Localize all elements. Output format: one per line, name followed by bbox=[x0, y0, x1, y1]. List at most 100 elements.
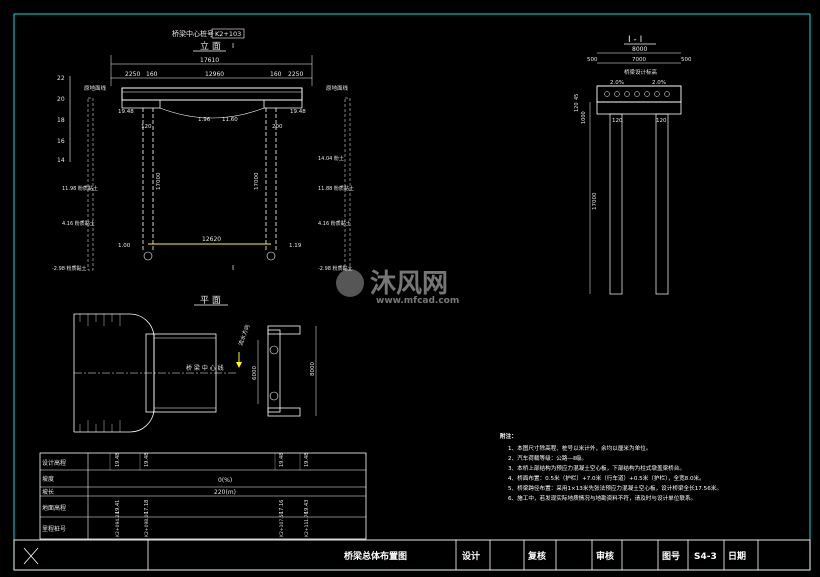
section-right-edge: 500 bbox=[681, 57, 692, 63]
clear-span-dim: 12620 bbox=[202, 236, 221, 243]
section-left-slope: 2.0% bbox=[610, 80, 624, 86]
plan-view: 平 面 桥 梁 中 心 线 流水方向 bbox=[73, 295, 317, 433]
ground-elev-2: 17.18 bbox=[144, 500, 150, 514]
ground-elev-1: 19.41 bbox=[115, 500, 121, 514]
row-grade: 坡度 bbox=[42, 475, 54, 483]
notes-title: 附注： bbox=[500, 432, 517, 440]
title-block-x-mark-2 bbox=[23, 547, 39, 565]
mid-elev: 1.96 bbox=[198, 117, 211, 123]
station-3: K2+107.50 bbox=[279, 512, 285, 537]
section-mark-bottom: I bbox=[232, 264, 234, 272]
station-2: K2+098.00 bbox=[144, 512, 150, 537]
right-cap-dim: 200 bbox=[272, 124, 283, 130]
scale-20: 20 bbox=[57, 96, 65, 103]
section-total: 8000 bbox=[632, 46, 647, 53]
flow-direction-label: 流水方向 bbox=[236, 323, 251, 346]
section-left-cap: 120 bbox=[612, 118, 623, 124]
design-elev-1: 19.48 bbox=[115, 453, 121, 467]
scale-14: 14 bbox=[57, 157, 65, 164]
left-ground-label: 原地面线 bbox=[84, 84, 107, 92]
abutment-pile-2 bbox=[269, 391, 279, 401]
drawing-no: S4-3 bbox=[694, 552, 717, 562]
ground-elev-4: 19.43 bbox=[304, 500, 310, 514]
section-title: I - I bbox=[628, 35, 642, 45]
note-3: 3、本桥上部结构为预应力混凝土空心板，下部结构为柱式墩盖梁桥台。 bbox=[508, 464, 685, 472]
note-2: 2、汽车荷载等级：公路—Ⅱ级。 bbox=[508, 454, 587, 462]
approve-label: 审核 bbox=[596, 550, 614, 562]
row-design-elev: 设计高程 bbox=[42, 459, 66, 467]
right-pile-marker bbox=[266, 251, 276, 261]
date-label: 日期 bbox=[728, 550, 746, 562]
soil-right-2: 11.88 粉质黏土 bbox=[318, 185, 354, 192]
profile-table: 设计高程 坡度 坡长 地面高程 里程桩号 0(%) 220(m) 19.48 1… bbox=[39, 452, 367, 540]
center-station-value: K2+103 bbox=[215, 30, 241, 38]
soil-right-4: -2.98 粉质黏土 bbox=[318, 265, 353, 272]
station-1: K2+094.24 bbox=[115, 512, 121, 537]
soil-left-1: 11.98 粉质黏土 bbox=[62, 185, 98, 192]
design-label: 设计 bbox=[462, 550, 480, 562]
plan-title: 平 面 bbox=[200, 295, 221, 306]
right-ground-label: 原地面线 bbox=[326, 84, 349, 92]
scale-18: 18 bbox=[57, 117, 65, 124]
elevation-view: 桥梁中心桩号 K2+103 立 面 I 17610 2250 160 12960… bbox=[52, 28, 354, 272]
soil-left-3: -2.98 粉质黏土 bbox=[52, 265, 87, 272]
soil-left-2: 4.16 粉质黏土 bbox=[62, 220, 95, 227]
watermark-logo-icon bbox=[336, 269, 364, 297]
plan-centerline-label: 桥 梁 中 心 线 bbox=[186, 364, 224, 372]
section-side-dim-3: 1000 bbox=[581, 111, 587, 124]
abutment-plan-body bbox=[267, 329, 281, 413]
soil-right-3: 4.16 粉质黏土 bbox=[318, 220, 351, 227]
design-elev-4: 19.48 bbox=[304, 453, 310, 467]
note-1: 1、本图尺寸除高程、桩号以米计外，余均以厘米为单位。 bbox=[508, 444, 651, 452]
scale-16: 16 bbox=[57, 138, 65, 145]
center-station-box bbox=[211, 28, 245, 39]
note-4: 4、桥面布置：0.5米（护栏）+7.0米（行车道）+0.5米（护栏），全宽8.0… bbox=[508, 474, 705, 482]
station-4: K2+111.76 bbox=[304, 512, 310, 537]
ground-elev-3: 17.16 bbox=[279, 500, 285, 514]
section-centerline-label: 桥梁设计标高 bbox=[624, 68, 658, 76]
section-pile-length: 17000 bbox=[592, 192, 598, 210]
right-seg-2: 2250 bbox=[288, 71, 303, 78]
design-elev-3: 19.48 bbox=[279, 453, 285, 467]
left-top-elev: 19.48 bbox=[118, 109, 134, 115]
left-pile-marker bbox=[143, 251, 153, 261]
mid-level: 11.60 bbox=[222, 117, 238, 123]
left-cap-dim: 120 bbox=[141, 124, 152, 130]
section-left-edge: 500 bbox=[587, 57, 598, 63]
bridge-deck bbox=[121, 87, 303, 101]
note-5: 5、桥梁跨径布置：采用1×13米先张法预应力混凝土空心板，设计桥梁全长17.56… bbox=[508, 484, 722, 492]
section-middle: 7000 bbox=[632, 57, 646, 63]
watermark-url: www.mfcad.com bbox=[376, 296, 459, 306]
scale-22: 22 bbox=[57, 75, 65, 82]
left-seg-1: 2250 bbox=[125, 71, 140, 78]
elevation-title: 立 面 bbox=[200, 40, 221, 52]
section-cap-beam bbox=[596, 101, 682, 115]
left-pile-bottom: 1.00 bbox=[118, 243, 131, 249]
row-station: 里程桩号 bbox=[42, 525, 66, 533]
note-6: 6、施工中，若发现实际地质情况与地勘资料不符，请及时与设计单位联系。 bbox=[508, 494, 696, 502]
center-station-label: 桥梁中心桩号 bbox=[172, 29, 214, 38]
abutment-plan-top bbox=[267, 325, 301, 335]
drawing-no-label: 图号 bbox=[662, 551, 680, 562]
right-top-elev: 19.48 bbox=[290, 109, 306, 115]
section-right-cap: 120 bbox=[656, 118, 667, 124]
plan-wingwall-bottom bbox=[129, 409, 155, 433]
section-right-pile bbox=[655, 113, 669, 295]
review-label: 复核 bbox=[527, 550, 546, 562]
section-right-slope: 2.0% bbox=[652, 80, 666, 86]
section-view: I - I 8000 500 7000 500 桥梁设计标高 2.0% 2.0%… bbox=[574, 35, 692, 295]
design-elev-2: 19.48 bbox=[144, 453, 150, 467]
section-side-dim-2: 120 bbox=[574, 102, 580, 112]
abutment-width: 8000 bbox=[310, 362, 316, 376]
soil-right-1: 14.04 粉土 bbox=[318, 155, 344, 162]
section-mark-top: I bbox=[232, 42, 234, 50]
plan-slope-hatch bbox=[79, 314, 121, 432]
length-value: 220(m) bbox=[214, 489, 236, 496]
river-bed-line bbox=[159, 107, 265, 119]
left-borehole bbox=[87, 97, 94, 271]
left-seg-2: 160 bbox=[146, 71, 158, 78]
abutment-pile-1 bbox=[269, 345, 279, 355]
title-block: 桥梁总体布置图 设计 复核 审核 图号 S4-3 日期 bbox=[13, 539, 811, 571]
plan-wingwall-top bbox=[129, 313, 155, 337]
watermark-cn: 沐风网 bbox=[370, 269, 448, 299]
